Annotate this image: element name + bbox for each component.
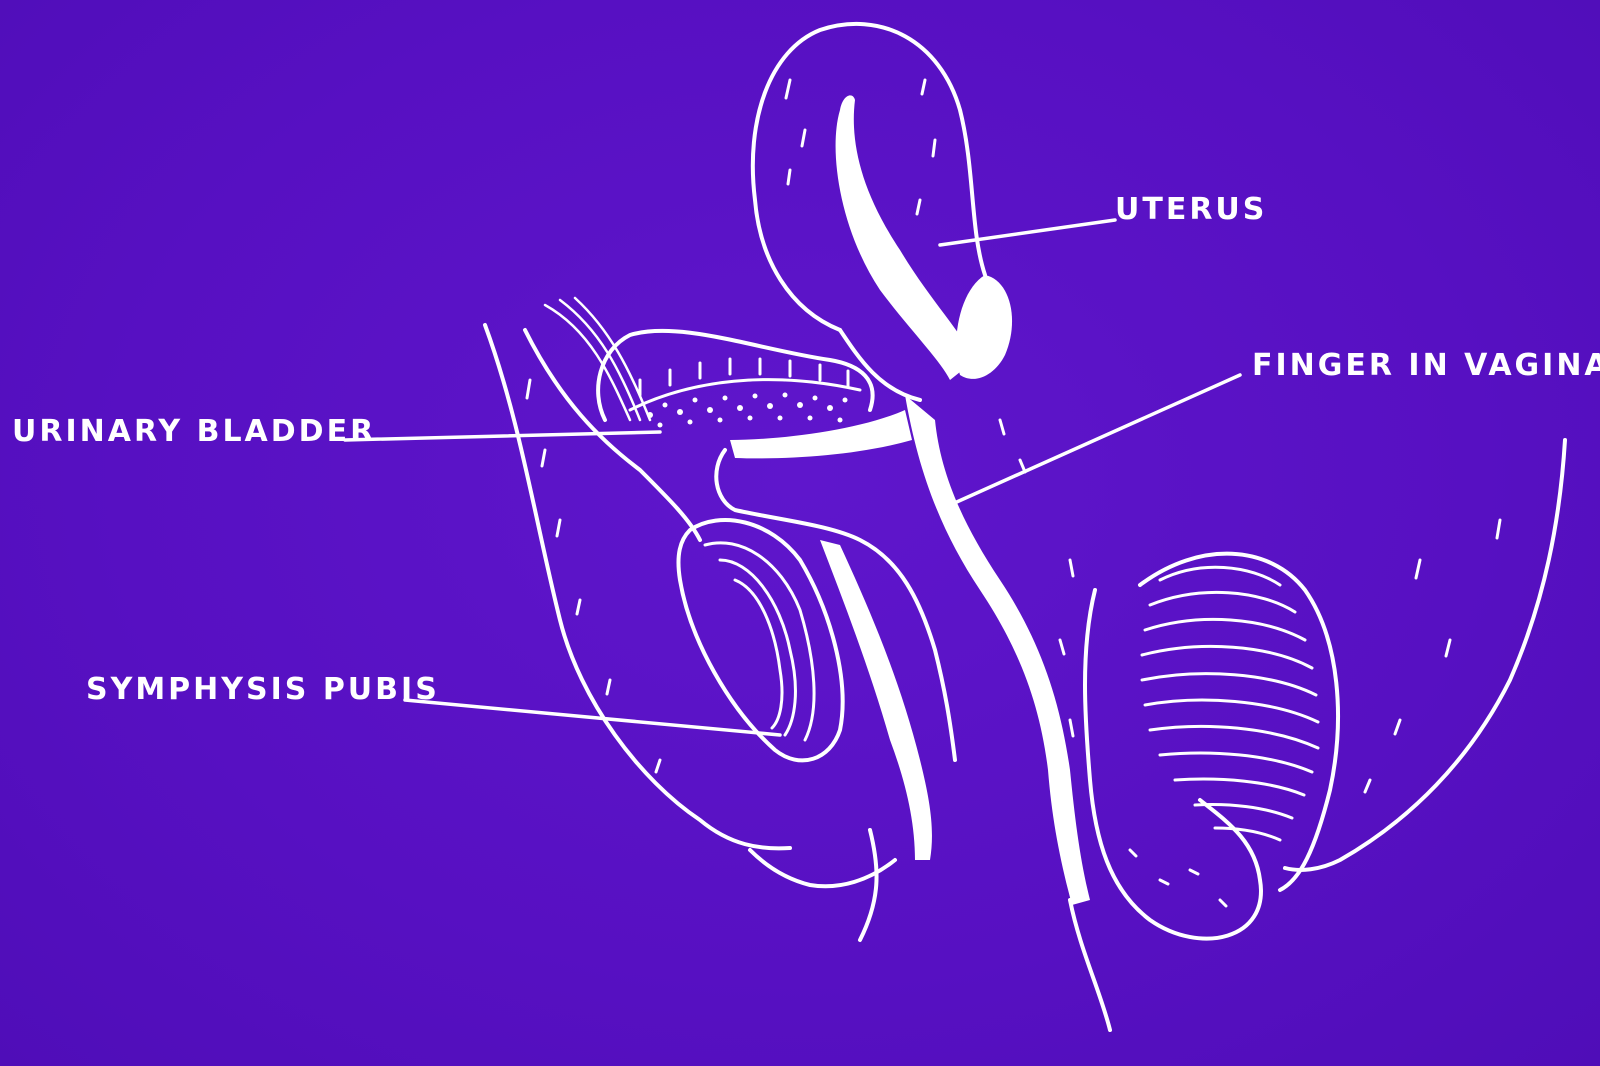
finger-outline <box>716 450 955 760</box>
label-symphysis-pubis: SYMPHYSIS PUBIS <box>86 672 440 707</box>
bladder-ridges <box>640 359 848 395</box>
tissue-texture <box>527 80 1500 906</box>
label-uterus: UTERUS <box>1115 192 1267 227</box>
uterine-cavity <box>836 95 975 380</box>
label-urinary-bladder: URINARY BLADDER <box>12 414 376 449</box>
perineum-outline <box>1085 590 1261 939</box>
bladder-leader-line <box>345 432 660 440</box>
rectal-folds <box>1142 567 1318 840</box>
symphysis-inner-3 <box>735 580 782 728</box>
perineal-body <box>1070 900 1110 1030</box>
symphysis-inner-2 <box>720 560 795 735</box>
cervix <box>956 275 1012 379</box>
uterus-leader-line <box>940 220 1115 245</box>
urethra <box>820 540 932 860</box>
vaginal-canal-front <box>730 410 912 458</box>
symphysis-inner-1 <box>705 543 814 740</box>
label-finger-in-vagina: FINGER IN VAGINA <box>1252 348 1600 383</box>
labia-anterior <box>860 830 877 940</box>
finger-leader-line <box>950 375 1240 505</box>
symphysis-leader-line <box>405 700 780 735</box>
bladder-texture <box>647 393 848 428</box>
rectum-outline <box>1140 554 1338 890</box>
